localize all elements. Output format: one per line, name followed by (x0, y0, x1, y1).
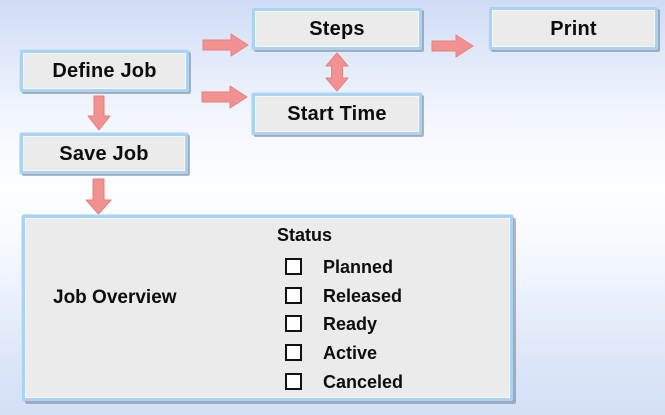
arrow-save-job-to-job-overview (85, 178, 112, 215)
job-overview-panel: Job Overview Status Planned Released Rea… (22, 215, 513, 401)
node-label: Start Time (287, 103, 387, 125)
status-label: Planned (323, 256, 394, 277)
arrow-steps-start-time-bidirectional (325, 52, 349, 92)
status-row-released: Released (285, 286, 402, 305)
node-save-job: Save Job (20, 133, 188, 174)
node-print: Print (489, 7, 658, 50)
checkbox-ready[interactable] (285, 315, 302, 332)
status-label: Released (323, 285, 403, 306)
node-steps: Steps (252, 8, 422, 50)
node-define-job: Define Job (20, 50, 189, 92)
node-start-time: Start Time (252, 93, 422, 135)
arrow-define-job-to-save-job (87, 95, 111, 131)
checkbox-canceled[interactable] (285, 373, 302, 390)
status-header: Status (277, 225, 333, 245)
status-label: Active (323, 342, 378, 363)
node-label: Save Job (59, 142, 149, 165)
job-overview-label: Job Overview (53, 287, 177, 308)
checkbox-active[interactable] (285, 344, 302, 361)
status-label: Canceled (323, 371, 404, 392)
checkbox-planned[interactable] (285, 258, 302, 275)
arrow-define-job-to-start-time (201, 85, 248, 109)
node-label: Print (550, 17, 597, 40)
status-row-canceled: Canceled (285, 372, 403, 391)
checkbox-released[interactable] (285, 287, 302, 304)
arrow-steps-to-print (431, 34, 474, 58)
status-row-planned: Planned (285, 257, 393, 276)
status-row-ready: Ready (285, 314, 377, 333)
status-label: Ready (323, 313, 378, 334)
arrow-define-job-to-steps (202, 33, 249, 57)
node-label: Steps (309, 18, 365, 40)
status-row-active: Active (285, 343, 377, 362)
node-label: Define Job (52, 60, 157, 82)
